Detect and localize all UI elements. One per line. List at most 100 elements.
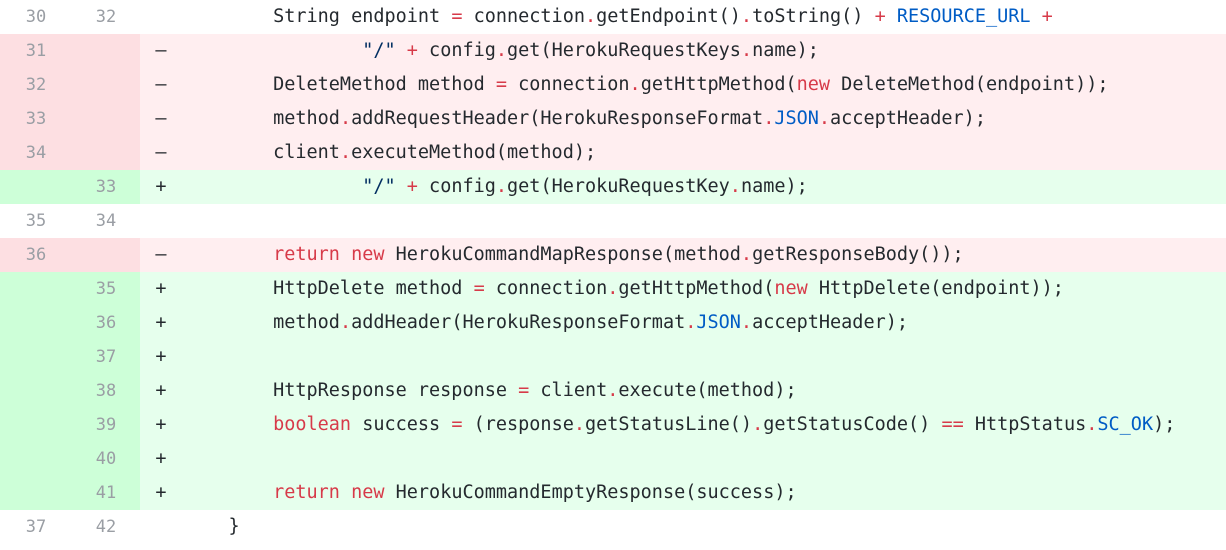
diff-line-deleted: 31 – "/" + config.get(HerokuRequestKeys.n… <box>0 34 1226 68</box>
code-token: acceptHeader); <box>752 312 908 333</box>
code-token: connection <box>462 6 585 27</box>
diff-marker: + <box>155 482 167 503</box>
code-token: DeleteMethod method <box>184 74 496 95</box>
code-token: . <box>1086 414 1098 435</box>
new-line-number[interactable] <box>70 238 140 272</box>
code-token: (response <box>462 414 574 435</box>
code-line: client.executeMethod(method); <box>182 136 1226 170</box>
code-token: SC_OK <box>1097 414 1154 435</box>
code-token: = <box>518 380 530 401</box>
old-line-number[interactable]: 37 <box>0 510 70 544</box>
code-token: new <box>774 278 808 299</box>
diff-marker: + <box>155 278 167 299</box>
code-token: . <box>607 278 619 299</box>
old-line-number[interactable]: 35 <box>0 204 70 238</box>
code-token: . <box>740 312 753 333</box>
new-line-number[interactable]: 40 <box>70 442 140 476</box>
code-token: getResponseBody()); <box>752 244 964 265</box>
diff-line-added: 40+ <box>0 442 1226 476</box>
old-line-number[interactable]: 34 <box>0 136 70 170</box>
code-token: JSON <box>774 108 819 129</box>
code-token: . <box>729 176 741 197</box>
code-token: name); <box>740 176 808 197</box>
code-token: } <box>184 516 240 537</box>
diff-marker: – <box>155 244 167 265</box>
code-token: . <box>818 108 831 129</box>
diff-marker: – <box>155 74 167 95</box>
old-line-number[interactable]: 36 <box>0 238 70 272</box>
code-line: method.addHeader(HerokuResponseFormat.JS… <box>182 306 1226 340</box>
old-line-number[interactable] <box>0 340 70 374</box>
code-line <box>182 340 1226 374</box>
code-token: acceptHeader); <box>830 108 986 129</box>
new-line-number[interactable]: 39 <box>70 408 140 442</box>
code-token: = <box>473 278 485 299</box>
old-line-number[interactable] <box>0 170 70 204</box>
new-line-number[interactable]: 38 <box>70 374 140 408</box>
code-token: . <box>607 380 619 401</box>
diff-line-deleted: 36 – return new HerokuCommandMapResponse(… <box>0 238 1226 272</box>
new-line-number[interactable] <box>70 136 140 170</box>
code-token: . <box>339 142 352 163</box>
code-token: config <box>417 176 496 197</box>
new-line-number[interactable]: 37 <box>70 340 140 374</box>
code-token <box>184 414 273 435</box>
new-line-number[interactable] <box>70 68 140 102</box>
diff-line-added: 35+ HttpDelete method = connection.getHt… <box>0 272 1226 306</box>
diff-line-added: 36+ method.addHeader(HerokuResponseForma… <box>0 306 1226 340</box>
code-token: get(HerokuRequestKeys <box>507 40 741 61</box>
code-token: + <box>406 176 418 197</box>
code-line: } <box>182 510 1226 544</box>
code-token: addRequestHeader(HerokuResponseFormat <box>351 108 764 129</box>
old-line-number[interactable] <box>0 306 70 340</box>
code-token: . <box>584 6 597 27</box>
old-line-number[interactable]: 31 <box>0 34 70 68</box>
code-token: return <box>273 244 340 265</box>
new-line-number[interactable]: 42 <box>70 510 140 544</box>
diff-marker: + <box>155 380 167 401</box>
code-token: config <box>417 40 496 61</box>
code-token: = <box>451 6 463 27</box>
new-line-number[interactable] <box>70 102 140 136</box>
new-line-number[interactable]: 33 <box>70 170 140 204</box>
code-token: addHeader(HerokuResponseFormat <box>351 312 686 333</box>
old-line-number[interactable]: 33 <box>0 102 70 136</box>
code-token: return <box>273 482 340 503</box>
code-token <box>396 40 407 61</box>
old-line-number[interactable] <box>0 442 70 476</box>
code-token: + <box>1041 6 1053 27</box>
code-line: "/" + config.get(HerokuRequestKeys.name)… <box>182 34 1226 68</box>
old-line-number[interactable] <box>0 374 70 408</box>
code-token: toString() <box>752 6 875 27</box>
code-token: . <box>495 40 508 61</box>
code-token <box>396 176 407 197</box>
code-line: return new HerokuCommandMapResponse(meth… <box>182 238 1226 272</box>
code-token: success <box>351 414 452 435</box>
diff-line-added: 37+ <box>0 340 1226 374</box>
code-token: DeleteMethod(endpoint)); <box>830 74 1109 95</box>
old-line-number[interactable]: 32 <box>0 68 70 102</box>
new-line-number[interactable]: 41 <box>70 476 140 510</box>
code-token: . <box>752 414 764 435</box>
code-token <box>340 244 351 265</box>
code-token <box>184 40 362 61</box>
new-line-number[interactable] <box>70 34 140 68</box>
diff-marker: – <box>155 108 167 129</box>
code-token: HttpStatus <box>963 414 1087 435</box>
new-line-number[interactable]: 32 <box>70 0 140 34</box>
code-token: . <box>740 40 753 61</box>
code-token: method <box>184 312 340 333</box>
new-line-number[interactable]: 36 <box>70 306 140 340</box>
code-token <box>184 482 273 503</box>
old-line-number[interactable]: 30 <box>0 0 70 34</box>
old-line-number[interactable] <box>0 476 70 510</box>
diff-line-added: 39+ boolean success = (response.getStatu… <box>0 408 1226 442</box>
diff-marker: – <box>155 40 167 61</box>
diff-line-deleted: 34– client.executeMethod(method); <box>0 136 1226 170</box>
new-line-number[interactable]: 35 <box>70 272 140 306</box>
old-line-number[interactable] <box>0 408 70 442</box>
code-line: DeleteMethod method = connection.getHttp… <box>182 68 1226 102</box>
old-line-number[interactable] <box>0 272 70 306</box>
new-line-number[interactable]: 34 <box>70 204 140 238</box>
